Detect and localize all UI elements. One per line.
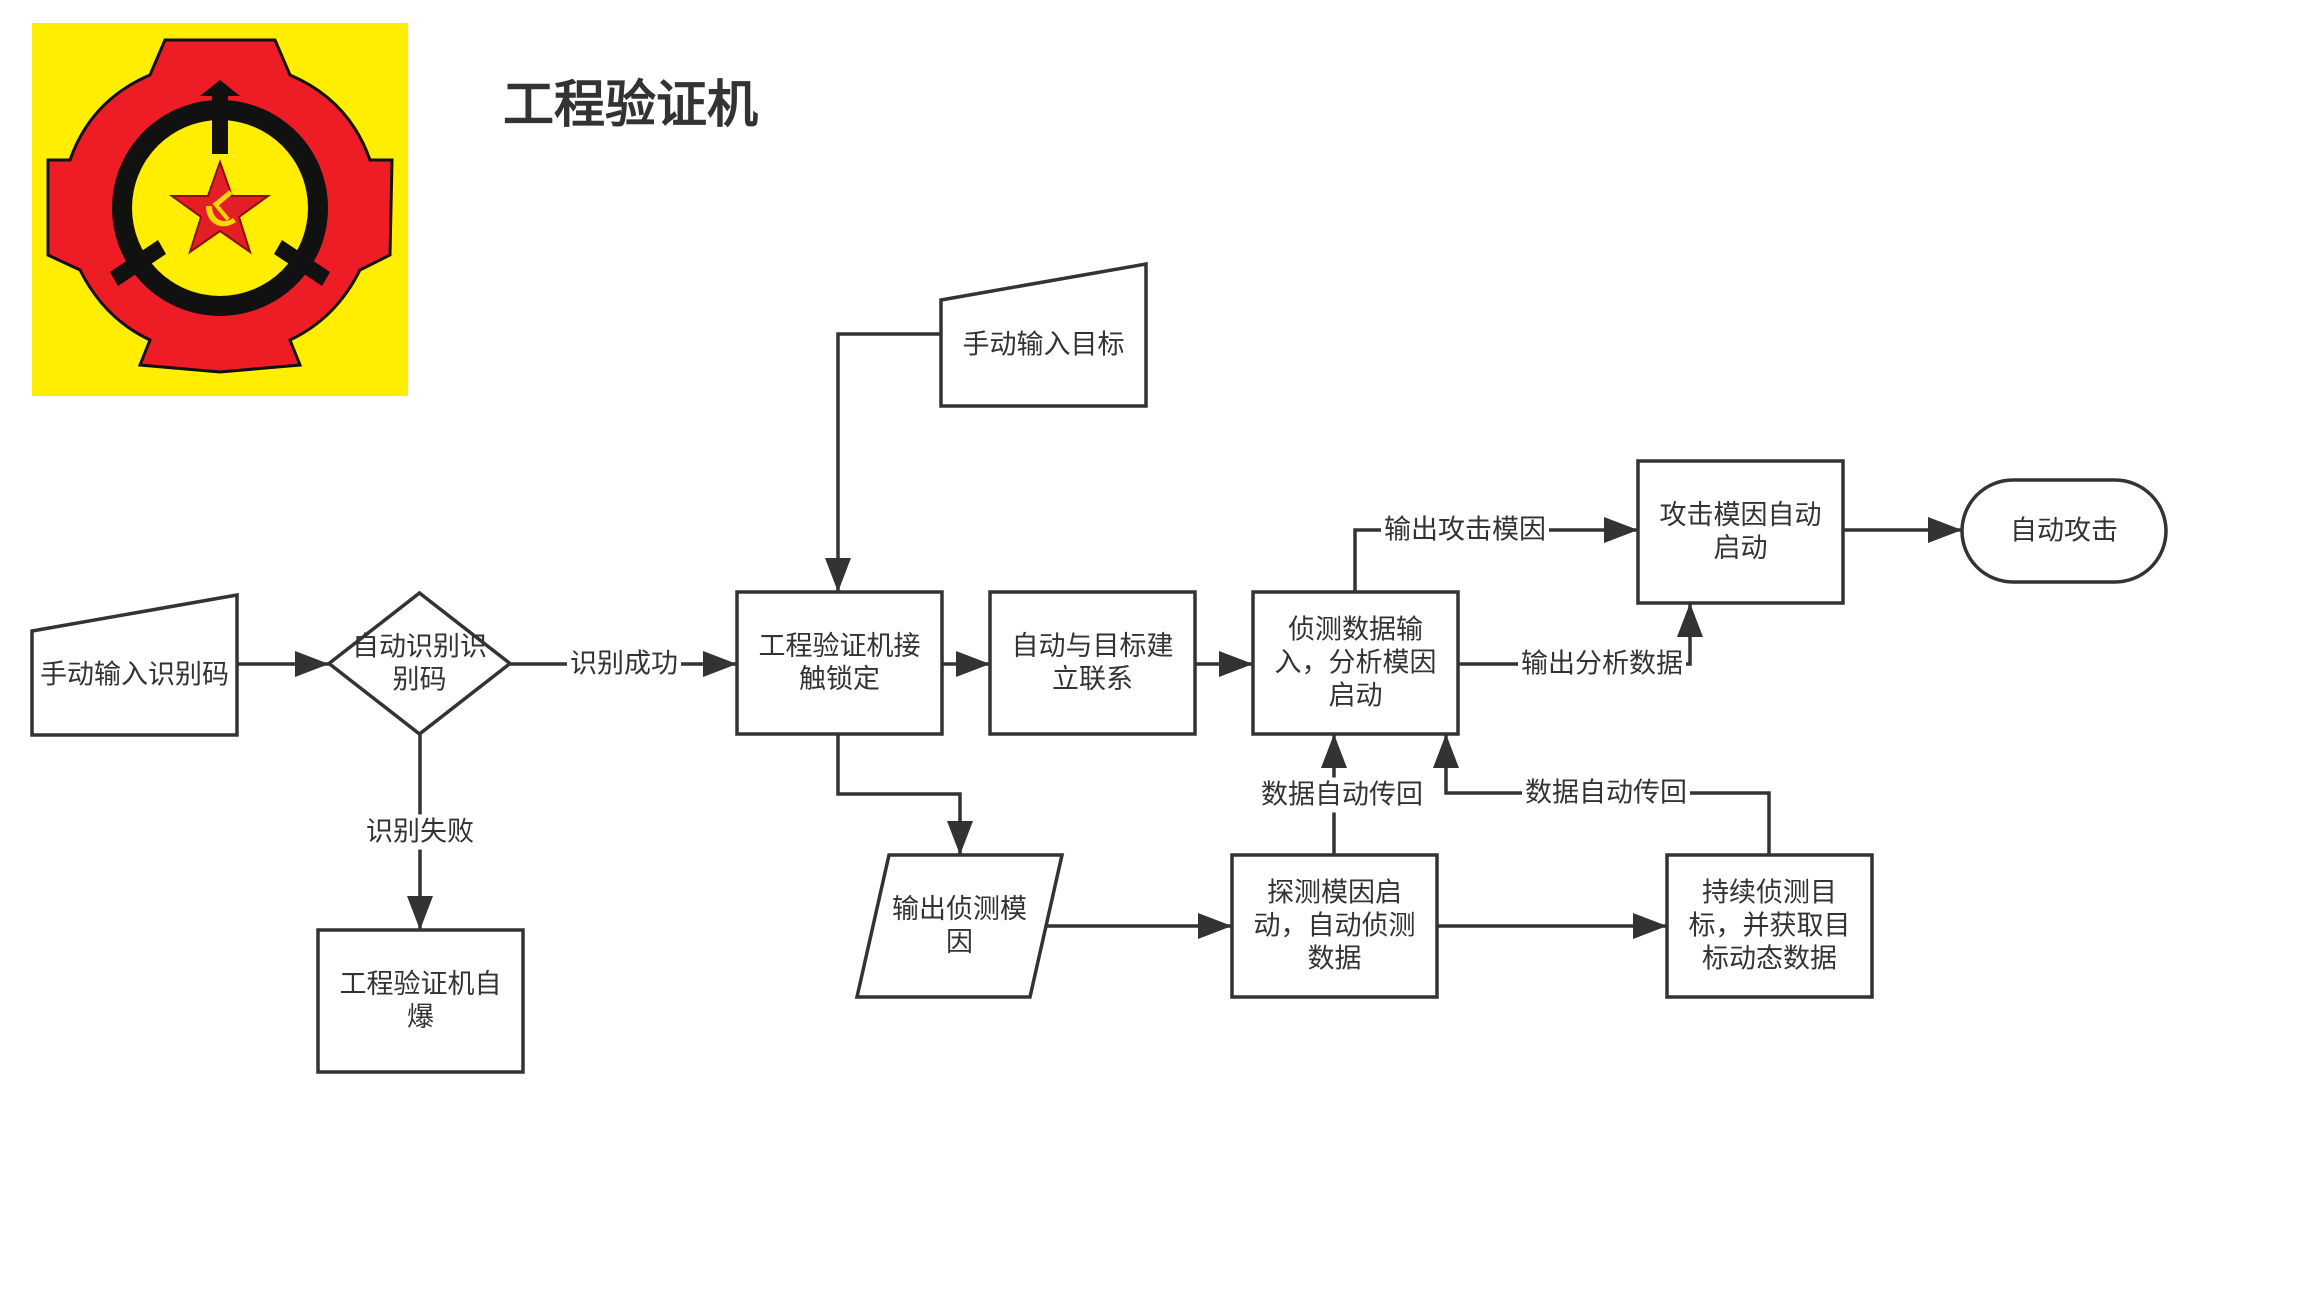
node-manual-input-target[interactable]: 手动输入目标 [939, 261, 1148, 408]
edge-e4 [825, 332, 941, 592]
edge-label-background [567, 646, 681, 682]
edge-label-background [1381, 512, 1549, 548]
logo-emblem [32, 23, 408, 396]
node-shape-rect [1636, 459, 1845, 605]
edge-label-background [1522, 775, 1690, 811]
node-manual-input-code[interactable]: 手动输入识别码 [30, 592, 239, 737]
node-label: 工程验证机接 [759, 631, 921, 662]
page-title: 工程验证机 [503, 76, 759, 135]
logo-arrows [110, 80, 330, 286]
node-label: 自动攻击 [2010, 516, 2118, 547]
node-label: 数据 [1308, 944, 1362, 975]
node-label: 自动识别识 [352, 632, 487, 663]
hammer-sickle-icon [206, 190, 236, 227]
node-label: 启动 [1714, 533, 1768, 564]
node-label: 触锁定 [799, 664, 880, 695]
nodes-layer: 手动输入识别码自动识别识别码工程验证机自爆手动输入目标工程验证机接触锁定自动与目… [30, 261, 2168, 1074]
edge-label-e9: 输出分析数据 [1521, 649, 1683, 680]
node-label: 启动 [1329, 681, 1383, 712]
edge-label-e14: 数据自动传回 [1525, 778, 1687, 809]
node-label: 立联系 [1052, 664, 1133, 695]
node-label: 输出侦测模 [892, 894, 1027, 925]
node-shape-rect [1230, 853, 1439, 999]
node-label: 自动与目标建 [1012, 631, 1174, 662]
node-label: 入，分析模因 [1275, 648, 1437, 679]
edge-label-e3: 识别失败 [366, 817, 474, 848]
node-shape-manual-input [939, 261, 1148, 408]
edge-label-e8: 输出攻击模因 [1384, 515, 1546, 546]
edge-label-background [1518, 646, 1686, 682]
node-shape-parallelogram [854, 853, 1065, 999]
node-label: 侦测数据输 [1288, 615, 1423, 646]
node-label: 别码 [393, 665, 447, 696]
node-label: 工程验证机自 [340, 969, 502, 1000]
node-auto-attack[interactable]: 自动攻击 [1960, 478, 2168, 584]
edge-label-background [1258, 777, 1426, 813]
node-label: 手动输入识别码 [40, 660, 229, 691]
node-label: 标，并获取目 [1689, 911, 1851, 942]
node-shape-rect [735, 590, 944, 736]
node-shape-rect [1251, 590, 1460, 736]
node-label: 攻击模因自动 [1660, 500, 1822, 531]
node-label: 探测模因启 [1267, 878, 1402, 909]
node-label: 爆 [407, 1002, 434, 1033]
node-label: 因 [946, 927, 973, 958]
edge-label-e13: 数据自动传回 [1261, 780, 1423, 811]
node-label: 动，自动侦测 [1254, 911, 1416, 942]
edge-label-e2: 识别成功 [570, 649, 678, 680]
node-label: 标动态数据 [1702, 944, 1837, 975]
edge-label-background [363, 814, 477, 850]
node-label: 手动输入目标 [963, 330, 1125, 361]
node-shape-terminal [1960, 478, 2168, 584]
node-shape-diamond [326, 590, 513, 737]
node-shape-rect [316, 928, 525, 1074]
node-shape-manual-input [30, 592, 239, 737]
node-shape-rect [988, 590, 1197, 736]
edge-e7 [836, 734, 973, 855]
node-label: 持续侦测目 [1702, 878, 1837, 909]
node-shape-rect [1665, 853, 1874, 999]
